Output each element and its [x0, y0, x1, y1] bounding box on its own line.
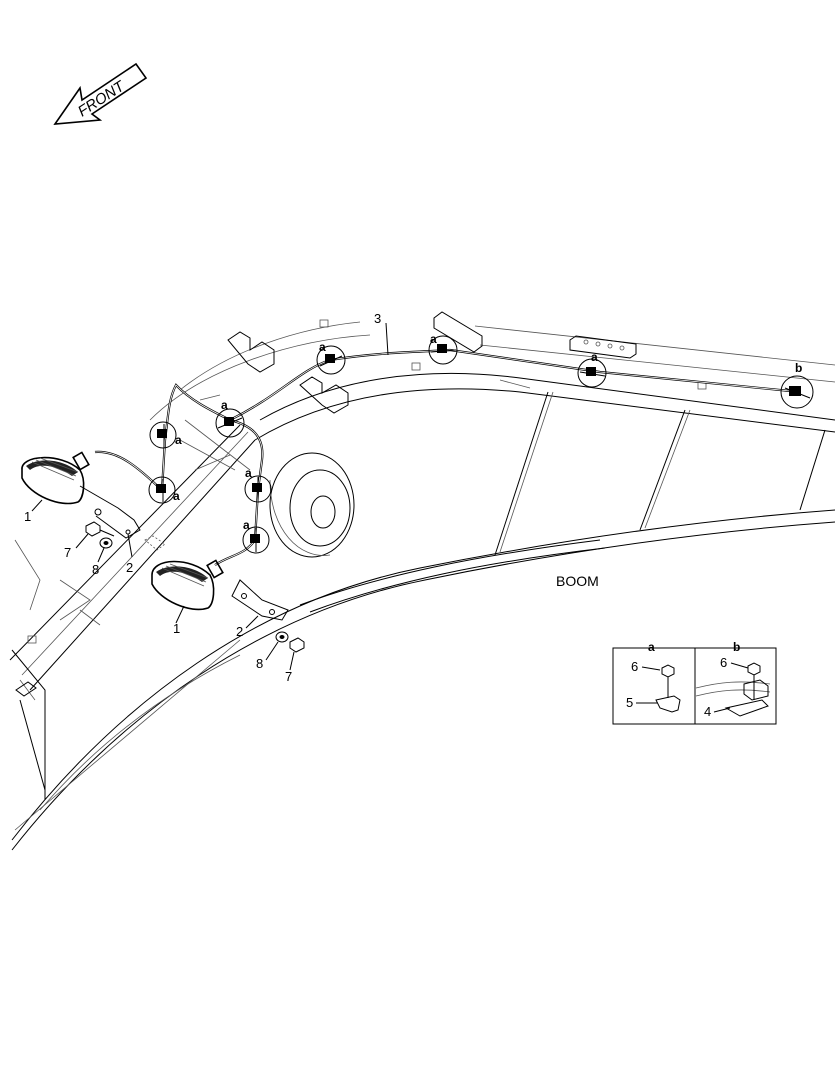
detail-b-bolt: 6 [720, 655, 727, 670]
detail-b-clamp: 4 [704, 704, 711, 719]
callout-washer-right: 8 [256, 656, 263, 671]
clamp-marker [244, 475, 272, 503]
detail-b-title: b [733, 640, 740, 654]
leader-lines [31, 322, 389, 671]
clamp-markers [148, 335, 814, 554]
clamp-marker [316, 345, 346, 375]
boom-structure [9, 311, 835, 851]
clamp-marker [215, 408, 245, 438]
clamp-marker [428, 335, 458, 365]
detail-a-clamp: 5 [626, 695, 633, 710]
callout-bracket-left: 2 [126, 560, 133, 575]
callouts: 1 1 2 2 3 7 8 8 7 a a a a a a a a b BOOM [24, 311, 802, 684]
callout-lamp-left: 1 [24, 509, 31, 524]
clamp-ref-label: a [175, 433, 182, 447]
callout-washer-left: 8 [92, 562, 99, 577]
callout-harness: 3 [374, 311, 381, 326]
detail-a-title: a [648, 640, 655, 654]
callout-bolt-right: 7 [285, 669, 292, 684]
detail-a-bolt: 6 [631, 659, 638, 674]
clamp-ref-label: a [245, 466, 252, 480]
front-arrow: FRONT [53, 62, 148, 125]
clamp-marker [149, 421, 177, 449]
callout-bolt-left: 7 [64, 545, 71, 560]
detail-a: a 6 5 [626, 640, 681, 713]
detail-inset: a 6 5 b 6 4 [612, 640, 777, 725]
clamp-marker [148, 476, 176, 504]
clamp-ref-label: a [591, 350, 598, 364]
work-lamp-left [21, 456, 166, 551]
clamp-ref-label: a [319, 340, 326, 354]
wiring-harness [72, 348, 801, 579]
clamp-marker [577, 358, 607, 388]
clamp-ref-label: a [243, 518, 250, 532]
clamp-ref-label: a [221, 398, 228, 412]
detail-b: b 6 4 [695, 640, 771, 719]
clamp-marker [780, 375, 814, 409]
callout-bracket-right: 2 [236, 624, 243, 639]
clamp-marker [242, 526, 270, 554]
hardware-right [275, 631, 305, 653]
callout-lamp-right: 1 [173, 621, 180, 636]
clamp-ref-label-b: b [795, 361, 802, 375]
assembly-label: BOOM [556, 573, 599, 589]
clamp-ref-label: a [430, 332, 437, 346]
clamp-ref-label: a [173, 489, 180, 503]
hardware-left [85, 521, 115, 549]
work-lamp-right [151, 560, 289, 621]
